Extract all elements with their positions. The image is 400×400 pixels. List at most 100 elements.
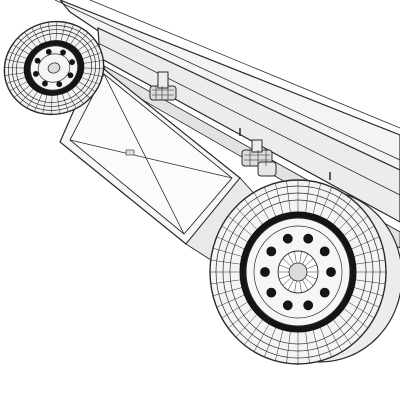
lug-nut bbox=[56, 81, 63, 88]
lug-nut bbox=[266, 287, 277, 298]
wireframe-edge bbox=[274, 183, 284, 215]
wireframe-edge bbox=[326, 192, 343, 221]
wireframe-edge bbox=[353, 247, 384, 257]
frame-bracket-upper bbox=[149, 71, 177, 101]
wireframe-edge bbox=[221, 301, 248, 319]
wireframe-edge bbox=[279, 274, 290, 280]
wireframe-edge bbox=[50, 95, 53, 115]
lug-nut bbox=[260, 267, 270, 277]
wireframe-edge bbox=[70, 27, 82, 45]
wireframe-edge bbox=[302, 279, 309, 291]
wireframe-edge bbox=[306, 264, 317, 270]
wireframe-edge bbox=[333, 319, 352, 346]
wireframe-edge bbox=[26, 91, 38, 109]
wireframe-edge bbox=[353, 287, 384, 297]
wireframe-edge bbox=[304, 277, 314, 286]
wireframe-edge bbox=[17, 37, 33, 51]
lug-nut bbox=[33, 70, 39, 77]
lug-nut bbox=[319, 287, 330, 298]
wireframe-edge bbox=[210, 279, 241, 285]
wireframe-edge bbox=[355, 279, 386, 285]
wireframe-edge bbox=[212, 247, 243, 257]
wireframe-edge bbox=[287, 253, 294, 265]
lug-nut bbox=[266, 246, 277, 257]
wireframe-edge bbox=[8, 51, 27, 59]
wireframe-edge bbox=[299, 280, 302, 293]
wireframe-edge bbox=[5, 59, 26, 64]
wireframe-edge bbox=[14, 85, 31, 98]
wireframe-edge bbox=[294, 280, 297, 293]
wireframe-edge bbox=[82, 72, 103, 77]
wireframe-edge bbox=[282, 258, 292, 267]
lug-nut bbox=[303, 300, 314, 311]
lug-nut bbox=[42, 80, 48, 87]
wireframe-edge bbox=[253, 323, 270, 352]
wireframe-edge bbox=[74, 32, 89, 48]
wireframe-edge bbox=[216, 294, 245, 308]
wireframe-edge bbox=[343, 215, 368, 236]
lug-nut bbox=[60, 49, 66, 56]
wireframe-edge bbox=[83, 67, 104, 69]
wireframe-edge bbox=[319, 327, 332, 358]
wireframe-edge bbox=[302, 253, 309, 265]
wireframe-edge bbox=[210, 259, 241, 265]
rear-wheel bbox=[209, 179, 400, 365]
front-wheel-rim bbox=[23, 40, 85, 96]
lug-nut bbox=[69, 59, 75, 66]
wireframe-edge bbox=[39, 24, 46, 43]
wireframe-edge bbox=[351, 294, 380, 308]
wireframe-edge bbox=[305, 331, 310, 364]
wireframe-edge bbox=[326, 323, 343, 352]
lug-nut bbox=[67, 72, 74, 79]
wireframe-edge bbox=[279, 264, 290, 270]
wireframe-edge bbox=[244, 319, 263, 346]
wireframe-edge bbox=[83, 60, 104, 64]
wireframe-edge bbox=[12, 44, 30, 55]
wireframe-edge bbox=[355, 259, 386, 265]
rear-wheel-rim bbox=[239, 211, 357, 333]
wireframe-edge bbox=[286, 180, 291, 213]
wireframe-edge bbox=[282, 277, 292, 286]
wireframe-edge bbox=[60, 22, 66, 42]
wireframe-edge bbox=[287, 279, 294, 291]
wireframe-edge bbox=[312, 329, 322, 361]
frame-bracket-lower bbox=[241, 139, 277, 177]
wireframe-edge bbox=[338, 206, 361, 230]
wireframe-edge bbox=[343, 308, 368, 329]
wireframe-edge bbox=[274, 329, 284, 361]
wireframe-edge bbox=[78, 81, 96, 92]
wireframe-edge bbox=[71, 88, 84, 104]
wireframe-edge bbox=[6, 77, 26, 84]
wireframe-edge bbox=[48, 22, 51, 42]
wireframe-edge bbox=[66, 91, 77, 109]
wireframe-edge bbox=[351, 236, 380, 250]
wireframe-edge bbox=[348, 301, 375, 319]
wireframe-edge bbox=[244, 198, 263, 225]
wireframe-edge bbox=[312, 183, 322, 215]
wireframe-edge bbox=[228, 215, 253, 236]
wireframe-edge bbox=[333, 198, 352, 225]
lug-nut bbox=[34, 57, 41, 64]
wireframe-edge bbox=[294, 251, 297, 264]
wireframe-edge bbox=[24, 32, 37, 48]
lug-nut bbox=[282, 233, 293, 244]
rear-hub-cap bbox=[288, 262, 308, 282]
wireframe-edge bbox=[212, 287, 243, 297]
wireframe-edge bbox=[348, 225, 375, 243]
front-hub-cap bbox=[47, 62, 61, 74]
wireframe-edge bbox=[81, 77, 100, 85]
wireframe-edge bbox=[57, 94, 60, 114]
wireframe-edge bbox=[62, 93, 69, 112]
wireframe-edge bbox=[77, 38, 94, 51]
front-wheel bbox=[3, 20, 105, 116]
wireframe-edge bbox=[9, 81, 28, 92]
lug-nut bbox=[303, 233, 314, 244]
wireframe-edge bbox=[304, 258, 314, 267]
wireframe-edge bbox=[253, 192, 270, 221]
wireframe-edge bbox=[235, 206, 258, 230]
wireframe-edge bbox=[235, 314, 258, 338]
wireframe-edge bbox=[4, 67, 25, 69]
wireframe-edge bbox=[221, 225, 248, 243]
